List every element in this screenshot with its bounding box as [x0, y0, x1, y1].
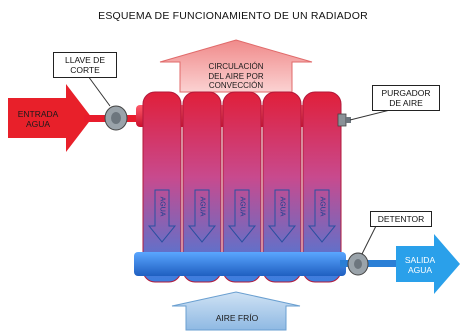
llave-line-2: CORTE: [70, 65, 100, 75]
llave-leader-line: [87, 75, 111, 107]
aire-frio-arrow: [171, 291, 301, 331]
radiator-columns: [142, 91, 342, 283]
circulacion-line-2: DEL AIRE POR: [208, 71, 264, 81]
detentor-label: DETENTOR: [370, 211, 432, 227]
entrada-agua-arrow: [8, 84, 92, 152]
llave-line-1: LLAVE DE: [64, 55, 105, 65]
agua-arrow-label: AGUA: [278, 196, 286, 217]
circulacion-aire-label: CIRCULACIÓN DEL AIRE POR CONVECCIÓN: [182, 62, 290, 91]
bottom-header-pipe: [134, 252, 346, 276]
circulacion-line-1: CIRCULACIÓN: [208, 62, 264, 71]
detentor-valve: [347, 252, 369, 276]
salida-agua-label: SALIDA AGUA: [400, 255, 440, 275]
purgador-de-aire-label: PURGADOR DE AIRE: [372, 85, 440, 111]
agua-arrow-label: AGUA: [158, 196, 166, 217]
agua-arrow-label: AGUA: [318, 196, 326, 217]
salida-line-2: AGUA: [407, 265, 433, 275]
purgador-line-2: DE AIRE: [389, 98, 423, 108]
salida-line-1: SALIDA: [404, 255, 436, 265]
agua-arrow-label: AGUA: [198, 196, 206, 217]
purgador-de-aire-valve: [337, 113, 351, 127]
detentor-text: DETENTOR: [377, 214, 425, 224]
entrada-agua-label: ENTRADA AGUA: [10, 109, 66, 129]
aire-frio-label: AIRE FRÍO: [215, 313, 259, 323]
agua-arrow-label: AGUA: [238, 196, 246, 217]
entrada-line-2: AGUA: [25, 119, 51, 129]
detentor-leader-line: [361, 225, 377, 255]
llave-de-corte-label: LLAVE DE CORTE: [53, 52, 117, 78]
llave-de-corte-valve: [104, 105, 128, 131]
salida-agua-arrow: [396, 234, 460, 294]
circulacion-line-3: CONVECCIÓN: [208, 81, 264, 90]
outlet-pipe: [340, 260, 400, 267]
diagram-title: ESQUEMA DE FUNCIONAMIENTO DE UN RADIADOR: [98, 10, 368, 22]
entrada-line-1: ENTRADA: [17, 109, 59, 119]
purgador-leader-line: [349, 109, 391, 121]
purgador-line-1: PURGADOR: [381, 88, 431, 98]
agua-flow-arrows: [147, 189, 337, 243]
